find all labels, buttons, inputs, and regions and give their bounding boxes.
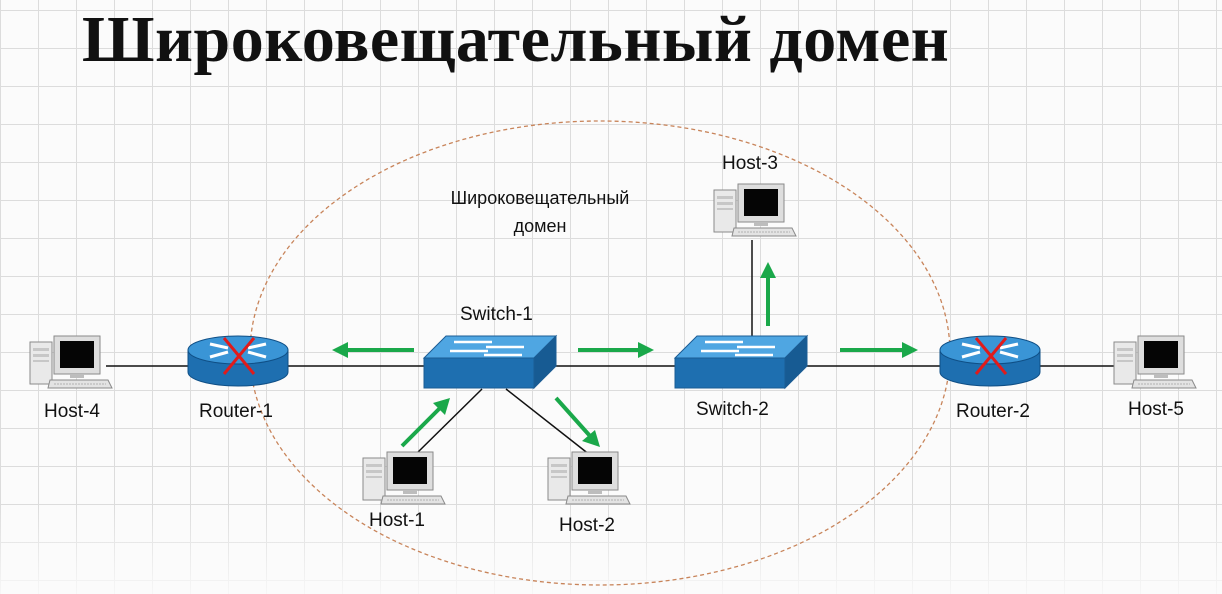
router1-icon <box>186 334 290 388</box>
switch2-label: Switch-2 <box>696 399 769 420</box>
links <box>106 240 1118 456</box>
switch1-icon <box>422 334 558 390</box>
host1-label: Host-1 <box>369 510 425 531</box>
router1-label: Router-1 <box>199 401 273 422</box>
host3-label: Host-3 <box>722 153 778 174</box>
broadcast-domain-label-line2: домен <box>513 216 567 236</box>
broadcast-domain-label: Широковещательный домен <box>420 184 660 240</box>
host5-computer-icon <box>1113 335 1197 389</box>
link-switch1-host1 <box>414 388 483 456</box>
host5-label: Host-5 <box>1128 399 1184 420</box>
arrow-to-switch2 <box>578 342 654 358</box>
host1-computer-icon <box>362 451 446 505</box>
arrow-from-host1 <box>400 398 450 448</box>
arrow-to-host3 <box>760 262 776 326</box>
switch1-label: Switch-1 <box>460 304 533 325</box>
switch2-icon <box>673 334 809 390</box>
background-fade <box>0 504 1222 594</box>
host3-computer-icon <box>713 183 797 237</box>
arrow-to-router2 <box>840 342 918 358</box>
broadcast-domain-label-line1: Широковещательный <box>450 188 630 208</box>
page-title: Широковещательный домен <box>82 3 950 76</box>
host2-label: Host-2 <box>559 515 615 536</box>
arrow-to-host2 <box>554 396 600 447</box>
broadcast-arrows <box>332 262 918 448</box>
arrow-to-router1 <box>332 342 414 358</box>
link-switch1-host2 <box>505 388 591 456</box>
host2-computer-icon <box>547 451 631 505</box>
router2-icon <box>938 334 1042 388</box>
host4-computer-icon <box>29 335 113 389</box>
host4-label: Host-4 <box>44 401 100 422</box>
router2-label: Router-2 <box>956 401 1030 422</box>
